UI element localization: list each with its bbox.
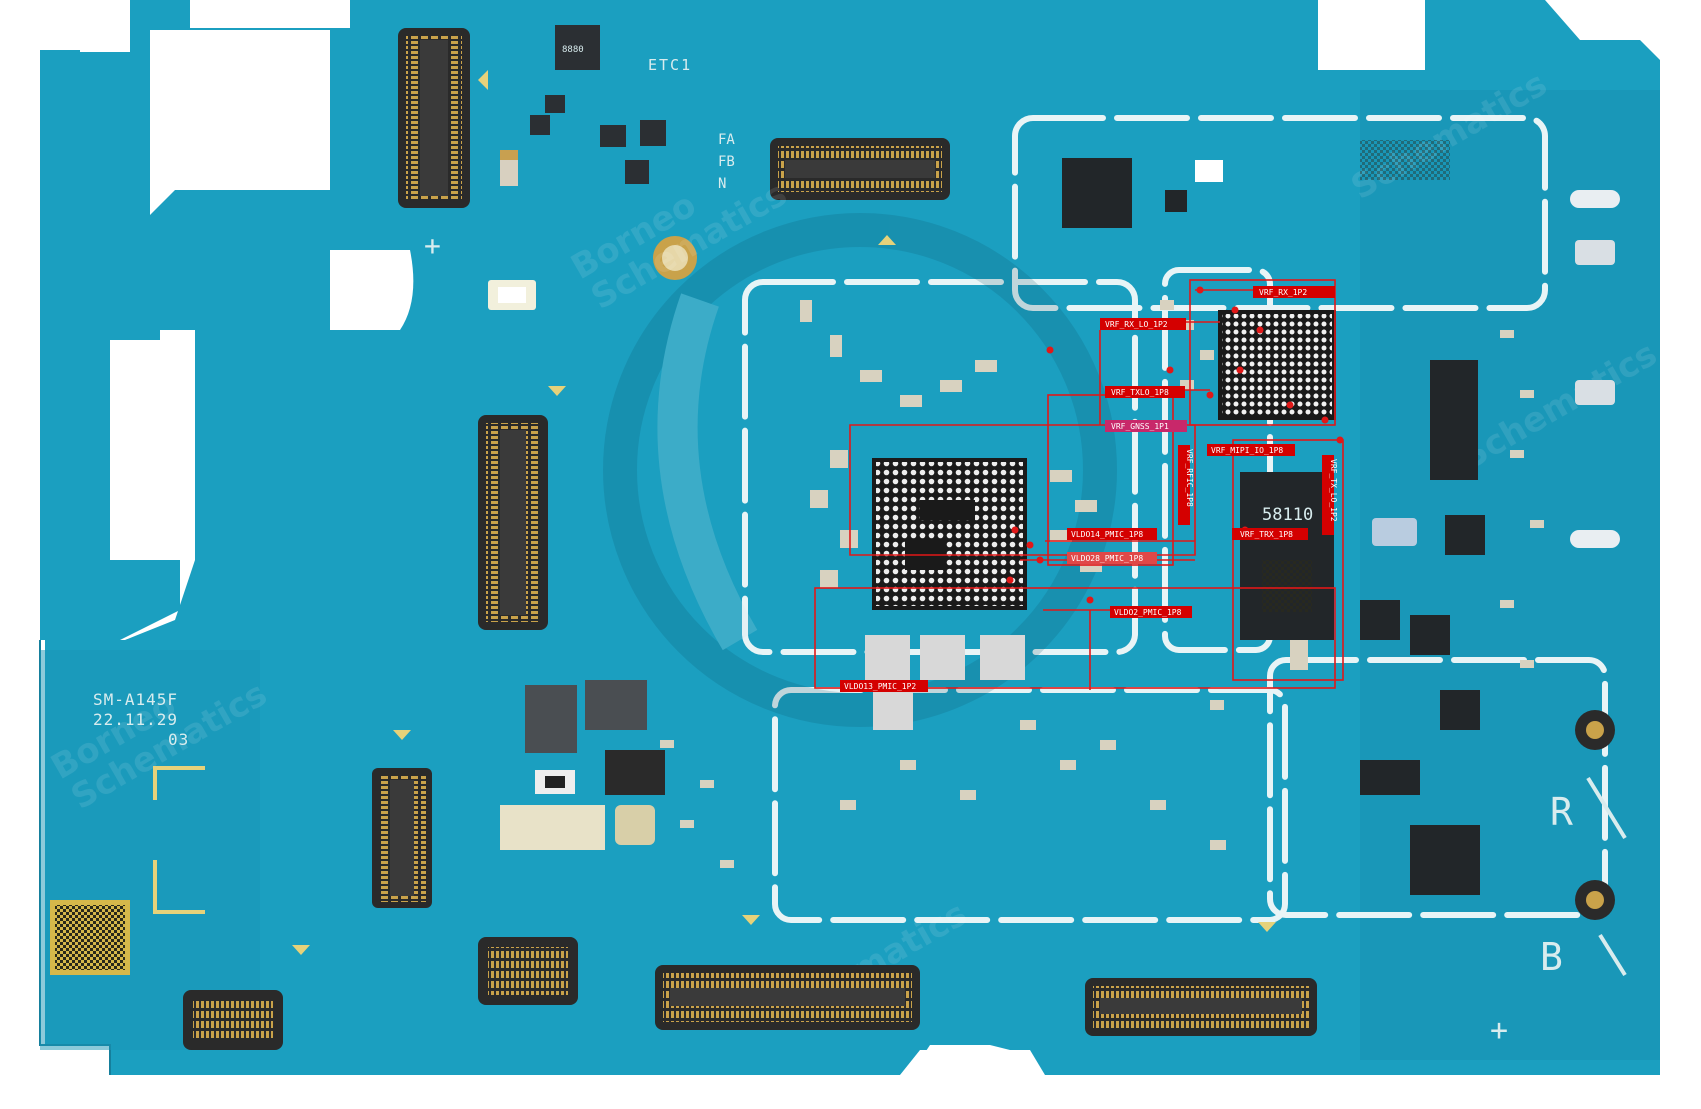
cutout-left-hole [330, 250, 414, 330]
plus-label-top: + [424, 229, 441, 262]
svg-text:VRF_RFIC_1P8: VRF_RFIC_1P8 [1185, 449, 1194, 507]
cutout-left-notch [40, 320, 180, 640]
connector-bottom-right [1085, 978, 1317, 1036]
rail-label-vrf-txlo-1p8: VRF_TXLO_1P8 [1105, 386, 1185, 398]
transceiver-chip: 58110 [1240, 472, 1334, 640]
rev-label: 03 [168, 730, 189, 749]
svg-text:VRF_TXLO_1P8: VRF_TXLO_1P8 [1111, 388, 1169, 397]
rail-label-vrf-rfic-1p8: VRF_RFIC_1P8 [1178, 445, 1194, 525]
etc-label: ETC1 [648, 56, 692, 74]
rail-label-vldo28-pmic-1p8: VLDO28_PMIC_1P8 [1067, 552, 1157, 564]
triangle-markers [292, 70, 1276, 955]
corner-mark [153, 860, 205, 914]
svg-text:VLDO13_PMIC_1P2: VLDO13_PMIC_1P2 [844, 682, 916, 691]
model-label: SM-A145F [93, 690, 178, 709]
rail-label-vrf-rx-1p2: VRF_RX_1P2 [1253, 286, 1335, 298]
rail-label-vldo2-pmic-1p8: VLDO2_PMIC_1P8 [1110, 606, 1192, 618]
svg-text:VRF_RX_LO_1P2: VRF_RX_LO_1P2 [1105, 320, 1168, 329]
svg-text:VLDO28_PMIC_1P8: VLDO28_PMIC_1P8 [1071, 554, 1143, 563]
n-label: N [718, 176, 726, 192]
rail-label-vrf-tx-lo-1p2: VRF_TX_LO_1P2 [1322, 455, 1338, 535]
r-label: R [1550, 790, 1573, 834]
rail-label-vrf-rx-lo-1p2: VRF_RX_LO_1P2 [1100, 318, 1186, 330]
connector-left-small [372, 768, 432, 908]
watermark-logo [603, 213, 1117, 727]
rf-bga [1218, 310, 1336, 420]
chip-marking: 58110 [1262, 505, 1313, 525]
ic-top-right [1062, 140, 1450, 228]
connector-left [478, 415, 548, 630]
svg-text:8880: 8880 [562, 45, 584, 55]
svg-text:VLDO2_PMIC_1P8: VLDO2_PMIC_1P8 [1114, 608, 1182, 617]
connector-bottom-middle [655, 965, 920, 1030]
rail-label-vrf-trx-1p8: VRF_TRX_1P8 [1232, 528, 1308, 540]
mounting-hole [653, 236, 697, 280]
b-label: B [1540, 935, 1563, 979]
fa-label: FA [718, 132, 735, 148]
svg-text:VRF_TRX_1P8: VRF_TRX_1P8 [1240, 530, 1293, 539]
rail-label-vrf-gnss-1p1: VRF_GNSS_1P1 [1105, 420, 1187, 432]
svg-text:VRF_TX_LO_1P2: VRF_TX_LO_1P2 [1329, 459, 1338, 522]
svg-text:VLDO14_PMIC_1P8: VLDO14_PMIC_1P8 [1071, 530, 1143, 539]
rail-label-vrf-mipi-io-1p8: VRF_MIPI_IO_1P8 [1207, 444, 1295, 456]
right-components [1360, 360, 1485, 895]
plus-label-bottom-right: + [1490, 1013, 1508, 1048]
connector-top-left [398, 28, 470, 208]
top-ics: 8880 [500, 25, 666, 186]
rail-label-vldo13-pmic-1p2: VLDO13_PMIC_1P2 [840, 680, 928, 692]
svg-text:VRF_RX_1P2: VRF_RX_1P2 [1259, 288, 1307, 297]
connector-top-middle [770, 138, 950, 200]
cutout-bottom [900, 1050, 1045, 1075]
corner-mark [153, 766, 205, 800]
rail-dots [1006, 286, 1344, 604]
rail-label-vldo14-pmic-1p8: VLDO14_PMIC_1P8 [1067, 528, 1157, 540]
date-label: 22.11.29 [93, 710, 178, 729]
cutout-top-left [150, 30, 330, 215]
connector-bottom-left [183, 990, 283, 1050]
fb-label: FB [718, 154, 735, 170]
power-inductors [500, 635, 1025, 850]
antenna-clips [1570, 190, 1620, 920]
svg-text:VRF_GNSS_1P1: VRF_GNSS_1P1 [1111, 422, 1169, 431]
cutout-top-right [1318, 0, 1425, 70]
soc-bga [872, 458, 1027, 610]
svg-text:VRF_MIPI_IO_1P8: VRF_MIPI_IO_1P8 [1211, 446, 1283, 455]
connector-bottom-mid-left [478, 937, 578, 1005]
